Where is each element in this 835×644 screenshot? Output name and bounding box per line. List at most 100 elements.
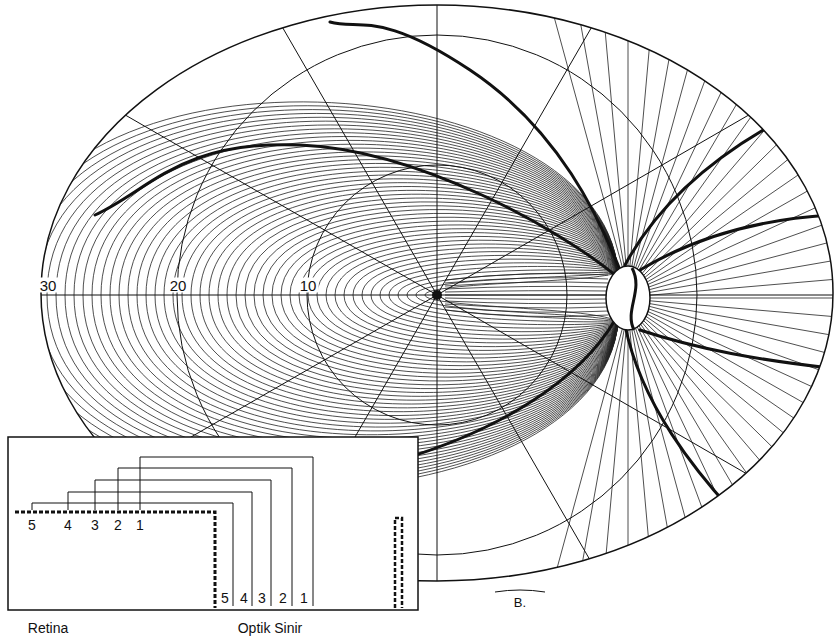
arcuate-fiber [236, 202, 618, 295]
radial-line [187, 0, 437, 295]
caption-label: Retina [28, 621, 68, 635]
arcuate-fiber [38, 117, 618, 295]
papillomacular-fiber [445, 298, 608, 299]
arcuate-fiber [164, 171, 618, 295]
arcuate-fiber [182, 295, 618, 412]
arcuate-fiber [119, 295, 618, 439]
vessel [330, 22, 620, 270]
arcuate-fiber [209, 190, 618, 295]
vessel [625, 110, 800, 265]
arcuate-fiber [110, 148, 618, 295]
papillomacular-fiber [445, 286, 608, 289]
arcuate-fiber [83, 137, 618, 295]
arcuate-fiber [335, 244, 618, 295]
axis-degree: 30 [38, 278, 59, 293]
vessel [95, 145, 615, 275]
nasal-fiber [650, 246, 835, 296]
nerve-wall [395, 518, 402, 608]
fiber-course [140, 457, 313, 606]
caption-label: Optik Sinir [238, 621, 303, 635]
layer-number: 2 [279, 591, 287, 605]
arcuate-fiber [11, 106, 618, 295]
arcuate-fiber [92, 295, 618, 450]
arcuate-fiber [236, 295, 618, 389]
nasal-fiber [639, 326, 835, 644]
arcuate-fiber [299, 295, 618, 362]
axis-degree: 20 [168, 278, 189, 293]
nasal-fiber [650, 298, 835, 299]
papillomacular-fiber [445, 304, 608, 308]
papillomacular-fiber [445, 301, 608, 304]
fiber-course [32, 503, 233, 606]
nasal-fiber [644, 0, 835, 275]
nasal-fiber [636, 0, 834, 268]
nasal-fiber [637, 327, 835, 644]
fiber-course [95, 480, 271, 606]
nasal-fiber [636, 328, 834, 644]
nasal-fiber [639, 0, 835, 270]
nasal-fiber [650, 304, 835, 403]
layer-number: 4 [64, 518, 72, 532]
arcuate-fiber [65, 129, 618, 295]
papillomacular-fiber [445, 307, 608, 312]
vessel [625, 325, 760, 540]
inset-frame [8, 437, 418, 610]
nasal-fiber [648, 312, 835, 552]
fiber-course [68, 492, 252, 606]
radial-line [437, 45, 835, 295]
layer-number: 3 [91, 518, 99, 532]
layer-number: 5 [221, 591, 229, 605]
arcuate-fiber [425, 295, 618, 322]
papillomacular-fiber [445, 291, 608, 292]
nasal-fiber [632, 330, 732, 644]
arcuate-fiber [380, 295, 618, 328]
layer-number: 5 [28, 518, 36, 532]
arcuate-fiber [290, 225, 618, 295]
nasal-fiber [649, 309, 835, 503]
radial-line [4, 45, 437, 295]
papillomacular-fiber [445, 282, 608, 286]
arcuate-fiber [344, 295, 618, 343]
nasal-fiber [645, 319, 835, 644]
nasal-fiber [641, 324, 835, 644]
arcuate-fiber [326, 295, 618, 350]
arcuate-fiber [416, 295, 618, 322]
arcuate-fiber [398, 295, 618, 322]
arcuate-fiber [56, 125, 618, 295]
nasal-fiber [524, 0, 624, 267]
arcuate-fiber [173, 295, 618, 416]
disc-vessel [631, 268, 636, 330]
layer-number: 3 [258, 591, 266, 605]
arcuate-fiber [245, 295, 618, 385]
layer-number: 1 [300, 591, 308, 605]
nasal-fiber [647, 0, 835, 282]
radial-line [437, 0, 687, 295]
arcuate-fiber [353, 295, 618, 339]
arcuate-fiber [362, 295, 618, 335]
arcuate-fiber [317, 295, 618, 354]
fiber-course [118, 468, 292, 606]
nasal-fiber [642, 0, 835, 274]
optic-disc [606, 266, 650, 330]
arcuate-fiber [74, 133, 618, 295]
arcuate-fiber [47, 121, 618, 295]
arcuate-fiber [326, 240, 618, 295]
figure-letter: B. [514, 596, 526, 609]
arcuate-fiber [227, 198, 618, 295]
arcuate-fiber [308, 295, 618, 358]
tick-mark [495, 590, 545, 592]
arcuate-fiber [371, 295, 618, 332]
grid-lines [4, 0, 835, 644]
nasal-fiber [634, 329, 784, 644]
nasal-fiber [628, 330, 629, 644]
axis-degree: 10 [298, 278, 319, 293]
nasal-fiber [645, 0, 835, 277]
radial-line [437, 295, 687, 644]
fovea [432, 290, 442, 300]
degree-circle [307, 165, 567, 425]
layer-number: 1 [136, 518, 144, 532]
nasal-fiber [649, 306, 835, 453]
layer-number: 4 [240, 591, 248, 605]
